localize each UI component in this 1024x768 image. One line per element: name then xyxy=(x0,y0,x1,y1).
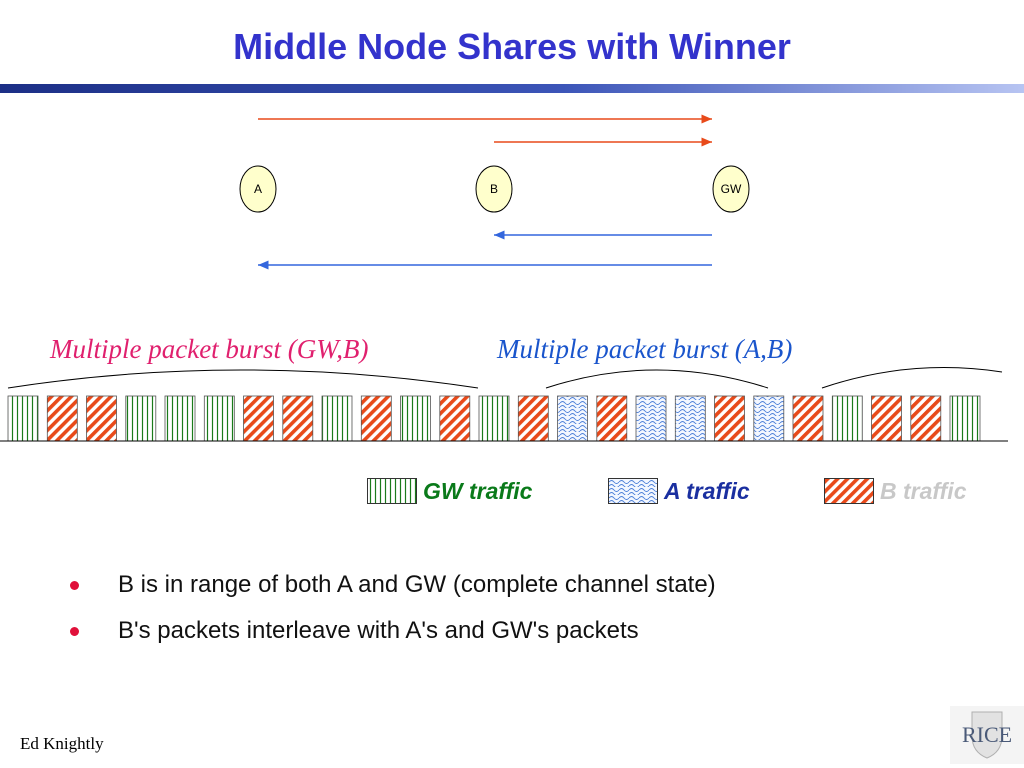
packet-b xyxy=(871,395,902,442)
burst-brace-a-b xyxy=(545,369,769,389)
packet-gw xyxy=(125,395,157,442)
packet-gw xyxy=(831,395,863,442)
node-a: A xyxy=(239,165,277,213)
packet-b xyxy=(243,395,274,442)
packet-b xyxy=(714,395,745,442)
packet-gw xyxy=(321,395,353,442)
packet-a xyxy=(635,395,667,442)
packet-b xyxy=(86,395,117,442)
packet-b xyxy=(792,395,824,442)
bullet-icon xyxy=(70,581,79,590)
packet-gw xyxy=(203,395,235,442)
packet-b xyxy=(46,395,78,442)
packet-b xyxy=(282,395,314,442)
legend-a-label: A traffic xyxy=(664,477,750,504)
packet-a xyxy=(557,395,588,442)
bullet-text: B is in range of both A and GW (complete… xyxy=(118,571,716,598)
slide-title: Middle Node Shares with Winner xyxy=(233,26,791,67)
legend-gw: GW traffic xyxy=(367,476,532,506)
packet-b xyxy=(439,395,471,442)
node-gw-label: GW xyxy=(721,182,742,196)
burst-brace-gw-b-2 xyxy=(821,367,1003,389)
legend-gw-label: GW traffic xyxy=(423,477,533,504)
packet-gw xyxy=(400,395,431,442)
legend-b-label: B traffic xyxy=(880,477,967,504)
node-a-label: A xyxy=(254,182,262,196)
legend-a: A traffic xyxy=(608,476,750,506)
packet-gw xyxy=(164,395,196,442)
packet-a xyxy=(753,395,785,442)
bullet-text: B's packets interleave with A's and GW's… xyxy=(118,617,639,644)
burst-label-gw-b: Multiple packet burst (GW,B) xyxy=(50,334,369,364)
legend-gw-swatch xyxy=(367,478,417,504)
title-underline-bar xyxy=(0,84,1024,93)
packet-b xyxy=(596,395,628,442)
legend-b-swatch xyxy=(824,478,874,504)
legend-a-swatch xyxy=(608,478,658,504)
packet-gw xyxy=(7,395,39,442)
bullet-item: B is in range of both A and GW (complete… xyxy=(70,568,716,614)
bullet-item: B's packets interleave with A's and GW's… xyxy=(70,614,716,660)
burst-label-a-b: Multiple packet burst (A,B) xyxy=(497,334,793,364)
packet-gw xyxy=(478,395,510,442)
packet-b xyxy=(360,395,392,442)
node-gw: GW xyxy=(712,165,750,213)
legend-b: B traffic xyxy=(824,476,967,506)
packet-gw xyxy=(949,395,981,442)
rice-logo: RICE xyxy=(950,706,1024,764)
packet-a xyxy=(674,395,706,442)
packet-b xyxy=(517,395,549,442)
bullet-list: B is in range of both A and GW (complete… xyxy=(70,568,716,660)
node-b: B xyxy=(475,165,513,213)
logo-text: RICE xyxy=(962,722,1012,747)
packet-timeline xyxy=(7,395,981,442)
burst-brace-gw-b xyxy=(7,369,479,389)
node-b-label: B xyxy=(490,182,498,196)
packet-b xyxy=(910,395,942,442)
bullet-icon xyxy=(70,627,79,636)
footer-author: Ed Knightly xyxy=(20,734,104,753)
